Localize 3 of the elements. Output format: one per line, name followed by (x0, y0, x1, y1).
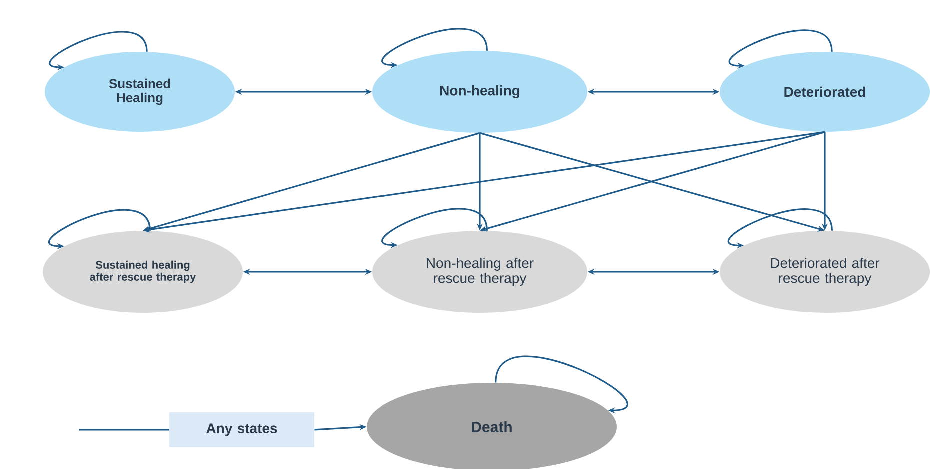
connector-line (79, 429, 170, 431)
self-loop-arrow (495, 356, 628, 414)
state-box: Any states (170, 412, 314, 448)
